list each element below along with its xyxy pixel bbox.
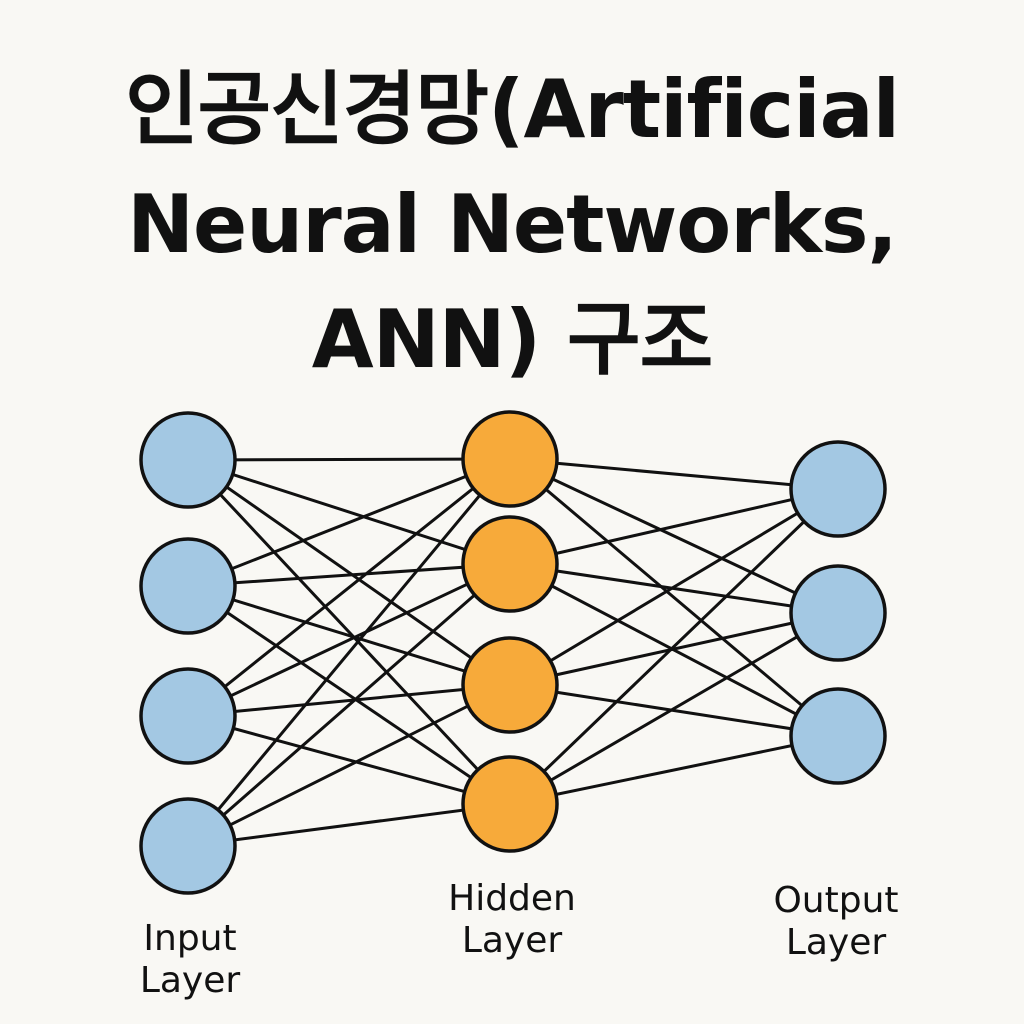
hidden-neuron-1: [461, 410, 559, 508]
connection-input-4-to-hidden-4: [186, 802, 512, 848]
input-neuron-3: [139, 667, 237, 765]
connection-hidden-2-to-output-1: [508, 487, 840, 566]
output-neuron-2: [789, 564, 887, 662]
hidden-layer-label-line-1: Hidden: [448, 878, 576, 919]
hidden-neuron-4: [461, 755, 559, 853]
hidden-neuron-3: [461, 636, 559, 734]
output-neuron-1: [789, 440, 887, 538]
connection-input-1-to-hidden-4: [186, 458, 512, 806]
connection-input-4-to-hidden-1: [186, 457, 512, 848]
input-neuron-4: [139, 797, 237, 895]
title-line-2: Neural Networks,: [127, 178, 898, 271]
connection-input-2-to-hidden-3: [186, 584, 512, 687]
input-layer-label-line-2: Layer: [139, 960, 241, 1001]
connection-input-1-to-hidden-3: [186, 458, 512, 687]
input-neuron-1: [139, 411, 237, 509]
output-neuron-3: [789, 687, 887, 785]
connection-hidden-4-to-output-3: [508, 734, 840, 806]
connection-hidden-1-to-output-1: [508, 457, 840, 491]
title-line-3: ANN) 구조: [311, 293, 713, 386]
connection-input-2-to-hidden-2: [186, 562, 512, 588]
diagram-title: 인공신경망(Artificial Neural Networks, ANN) 구…: [0, 52, 1024, 397]
connection-hidden-3-to-output-3: [508, 683, 840, 738]
connection-hidden-3-to-output-1: [508, 487, 840, 687]
output-layer-label-line-1: Output: [773, 880, 899, 921]
input-layer-label-line-1: Input: [143, 918, 237, 959]
connections-group: [186, 457, 840, 848]
connection-input-4-to-hidden-2: [186, 562, 512, 848]
connection-hidden-1-to-output-2: [508, 457, 840, 615]
input-layer-label: Input Layer: [110, 918, 270, 1002]
connection-input-2-to-hidden-1: [186, 457, 512, 588]
output-layer-label-line-2: Layer: [785, 922, 887, 963]
hidden-layer-label: Hidden Layer: [432, 878, 592, 962]
connection-input-4-to-hidden-3: [186, 683, 512, 848]
connection-input-3-to-hidden-2: [186, 562, 512, 718]
hidden-layer-label-line-2: Layer: [461, 920, 563, 961]
connection-input-1-to-hidden-1: [186, 457, 512, 462]
title-line-1: 인공신경망(Artificial: [124, 63, 900, 156]
connection-input-3-to-hidden-1: [186, 457, 512, 718]
output-layer-label: Output Layer: [756, 880, 916, 964]
connection-input-2-to-hidden-4: [186, 584, 512, 806]
connection-hidden-1-to-output-3: [508, 457, 840, 738]
input-neuron-2: [139, 537, 237, 635]
neurons-group: [139, 410, 887, 895]
hidden-neuron-2: [461, 515, 559, 613]
connection-input-1-to-hidden-2: [186, 458, 512, 566]
connection-hidden-3-to-output-2: [508, 611, 840, 687]
connection-hidden-4-to-output-1: [508, 487, 840, 806]
connection-input-3-to-hidden-3: [186, 683, 512, 718]
connection-input-3-to-hidden-4: [186, 714, 512, 806]
connection-hidden-4-to-output-2: [508, 611, 840, 806]
